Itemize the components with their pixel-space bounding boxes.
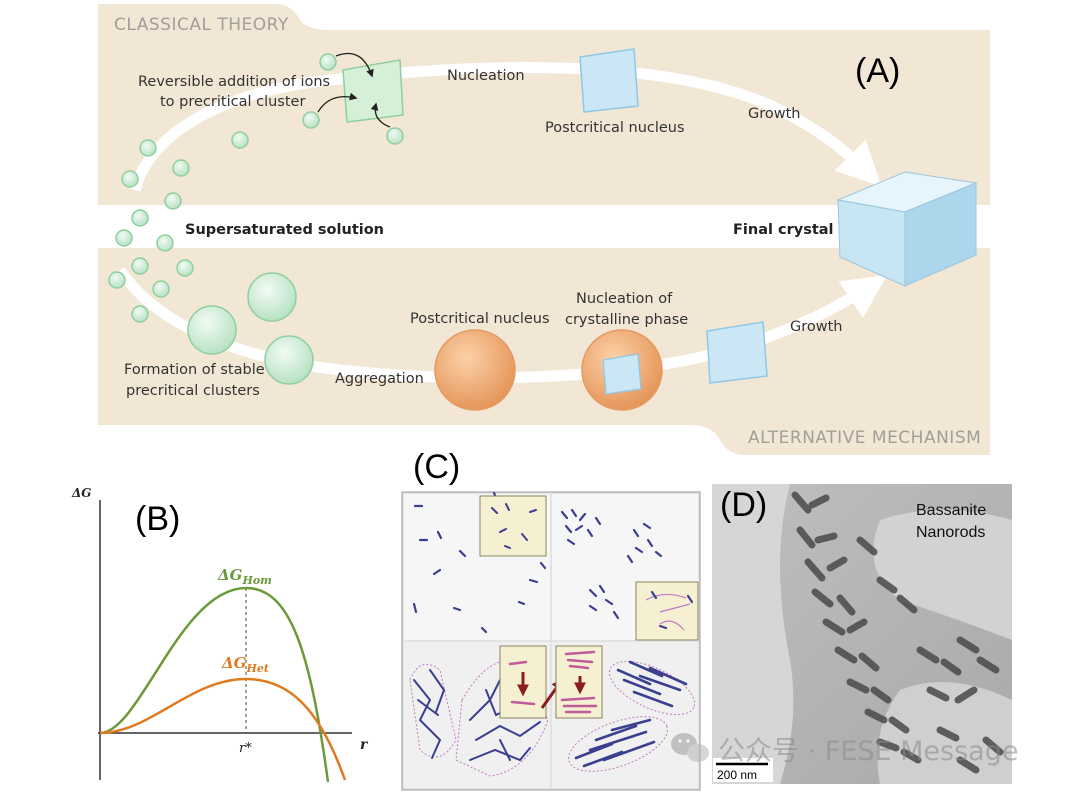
crystalline-phase-nucleus	[602, 353, 642, 395]
nucleation-label: Nucleation	[447, 68, 525, 84]
formation-label-line1: Formation of stable	[124, 362, 265, 378]
growth-bottom-label: Growth	[790, 319, 843, 335]
scale-bar-box	[713, 758, 773, 782]
nanorods-label: Nanorods	[916, 524, 985, 541]
classical-band	[98, 4, 990, 205]
postcritical-nucleus-top-label: Postcritical nucleus	[545, 120, 685, 136]
reversible-label-line2: to precritical cluster	[160, 94, 305, 110]
x-axis-label: r	[360, 737, 369, 753]
wechat-icon	[671, 733, 709, 762]
panel-a-tag: (A)	[855, 52, 900, 90]
aggregation-label: Aggregation	[335, 371, 424, 387]
postcritical-nucleus-bottom	[434, 329, 516, 411]
classical-path-arrow	[129, 62, 882, 192]
reversible-arrows	[317, 52, 391, 128]
y-axis-label: ΔG	[71, 486, 92, 500]
panel-c-tag: (C)	[413, 448, 460, 486]
alternative-mechanism-header: ALTERNATIVE MECHANISM	[748, 428, 981, 448]
postcritical-nucleus-bottom-label: Postcritical nucleus	[410, 311, 550, 327]
q2-inset	[635, 581, 699, 641]
nucleation-crystalline-line2: crystalline phase	[565, 312, 688, 328]
r-star-label: r*	[239, 741, 252, 756]
het-curve	[99, 677, 347, 781]
final-crystal-cube	[836, 171, 978, 287]
classical-theory-header: CLASSICAL THEORY	[114, 15, 289, 35]
formation-label-line2: precritical clusters	[126, 383, 260, 399]
q1-rods	[412, 491, 547, 634]
hom-label: ΔGHom	[217, 566, 272, 587]
panel-b-tag: (B)	[135, 500, 180, 538]
nucleation-crystalline-line1: Nucleation of	[576, 291, 673, 307]
het-label: ΔGHet	[221, 654, 269, 675]
panel-d-tag: (D)	[720, 486, 767, 524]
growth-top-label: Growth	[748, 106, 801, 122]
watermark-text: 公众号 · FESE Message	[718, 736, 1018, 767]
watermark: 公众号 · FESE Message	[671, 733, 1018, 767]
scale-bar-label: 200 nm	[717, 768, 757, 782]
stable-clusters	[187, 272, 314, 385]
precritical-cluster	[342, 59, 404, 123]
final-crystal-label: Final crystal	[733, 222, 834, 238]
postcritical-nucleus-top	[579, 48, 639, 113]
q1-inset	[479, 495, 547, 557]
hom-curve	[99, 586, 330, 783]
solution-ions	[108, 53, 404, 323]
panel-d: (D) Bassanite Nanorods 200 nm	[712, 484, 1012, 784]
q2-rods	[560, 508, 663, 620]
panel-a: CLASSICAL THEORY ALTERNATIVE MECHANISM (…	[98, 4, 990, 455]
bassanite-label: Bassanite	[916, 502, 986, 519]
panel-c: (C)	[401, 448, 701, 791]
nanorods-pattern	[791, 491, 1004, 774]
panel-b: (B) ΔG r r* ΔGHom ΔGHet	[71, 486, 369, 783]
growth-nucleus-bottom	[706, 321, 768, 384]
alternative-band	[98, 248, 990, 455]
q4-bundles	[568, 660, 696, 772]
reversible-label-line1: Reversible addition of ions	[138, 74, 330, 90]
supersaturated-solution-label: Supersaturated solution	[185, 222, 384, 238]
